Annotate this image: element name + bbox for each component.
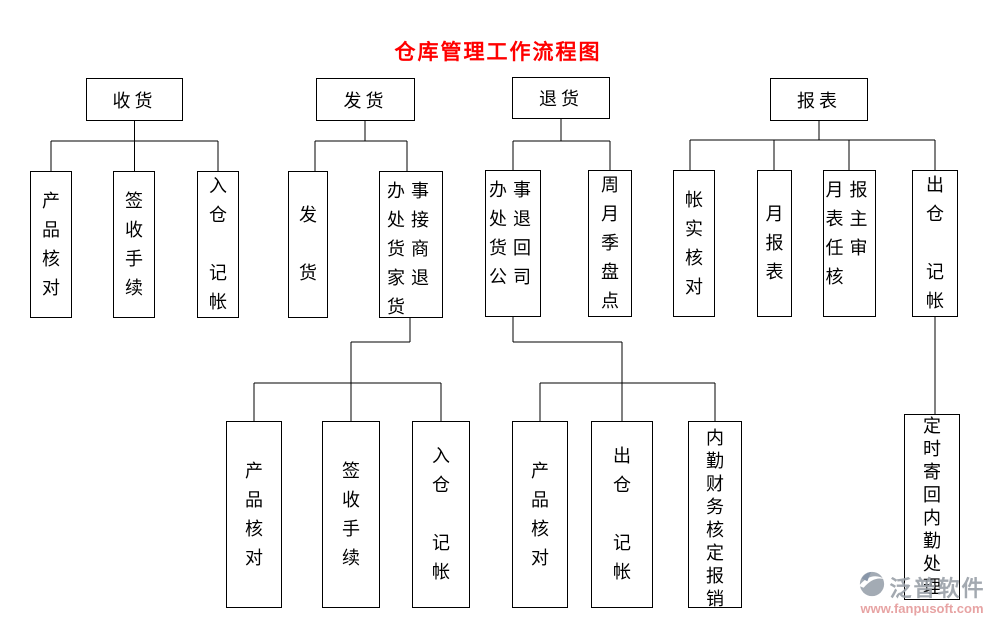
diagram-title: 仓库管理工作流程图: [394, 41, 602, 64]
node-ship-goods: 发 货: [288, 171, 328, 318]
watermark: 泛普软件 www.fanpusoft.com: [848, 570, 996, 616]
node-ship-warehouse-in-bookkeeping: 入 仓 记 帐: [412, 421, 470, 608]
node-returns-backoffice-finance-reimburse: 内 勤 财 务 核 定 报 销: [688, 421, 742, 609]
watermark-brand-text: 泛普软件: [889, 575, 986, 601]
node-report-monthly-report-director-audit: 月报 表主 任审 核: [823, 170, 876, 317]
watermark-url-text: www.fanpusoft.com: [860, 601, 984, 616]
node-report-monthly-report: 月 报 表: [757, 170, 792, 317]
node-returns-office-return-to-company: 办事 处退 货回 公司: [485, 170, 541, 317]
node-returns-warehouse-out-bookkeeping: 出 仓 记 帐: [591, 421, 653, 608]
fanpu-logo-icon: [858, 570, 886, 603]
node-returns: 退货: [512, 77, 610, 119]
node-receive-warehouse-in-bookkeeping: 入 仓 记 帐: [197, 171, 239, 318]
node-returns-period-inventory-count: 周 月 季 盘 点: [588, 170, 632, 317]
node-returns-product-check: 产 品 核 对: [512, 421, 568, 608]
node-receive: 收货: [86, 78, 183, 121]
node-ship-sign-procedures: 签 收 手 续: [322, 421, 380, 608]
node-ship: 发货: [316, 78, 415, 121]
node-report: 报表: [770, 78, 868, 121]
node-receive-sign-procedures: 签 收 手 续: [113, 171, 155, 318]
node-receive-product-check: 产 品 核 对: [30, 171, 72, 318]
node-ship-office-handle-merchant-returns: 办事 处接 货商 家退 货: [379, 171, 443, 318]
node-ship-product-check: 产 品 核 对: [226, 421, 282, 608]
node-report-scheduled-mail-back-to-backoffice: 定 时 寄 回 内 勤 处 理: [904, 414, 960, 600]
node-report-account-vs-actual-check: 帐 实 核 对: [673, 170, 715, 317]
node-report-warehouse-out-bookkeeping: 出 仓 记 帐: [912, 170, 958, 317]
